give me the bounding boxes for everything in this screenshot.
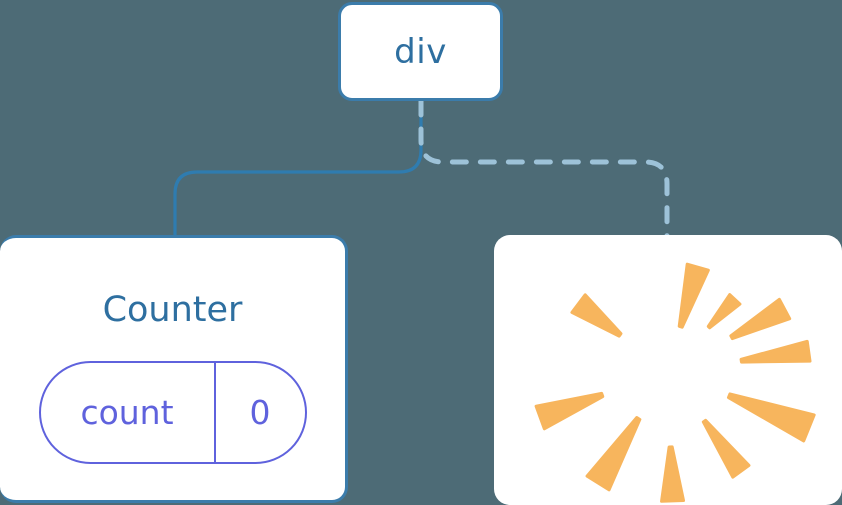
burst-ray-3 <box>739 339 812 364</box>
counter-node-label: Counter <box>102 290 243 330</box>
counter-state-pill[interactable]: count 0 <box>38 361 307 464</box>
div-node[interactable]: div <box>338 2 503 101</box>
counter-state-key: count <box>41 363 216 462</box>
counter-node[interactable]: Counter count 0 <box>0 235 348 503</box>
burst-node[interactable] <box>494 235 842 505</box>
burst-ray-7 <box>585 416 642 492</box>
burst-ray-0 <box>677 262 710 329</box>
burst-ray-1 <box>706 293 742 330</box>
burst-ray-8 <box>534 391 605 431</box>
edge-div-to-burst <box>418 98 670 239</box>
counter-state-value: 0 <box>249 393 271 432</box>
sparkle-burst-icon <box>534 262 816 503</box>
burst-ray-9 <box>570 293 623 338</box>
div-node-label: div <box>394 31 447 72</box>
edge-div-to-counter <box>173 99 423 238</box>
burst-ray-5 <box>701 418 751 479</box>
burst-ray-6 <box>660 445 686 503</box>
burst-ray-2 <box>729 297 792 341</box>
burst-ray-4 <box>726 392 816 443</box>
